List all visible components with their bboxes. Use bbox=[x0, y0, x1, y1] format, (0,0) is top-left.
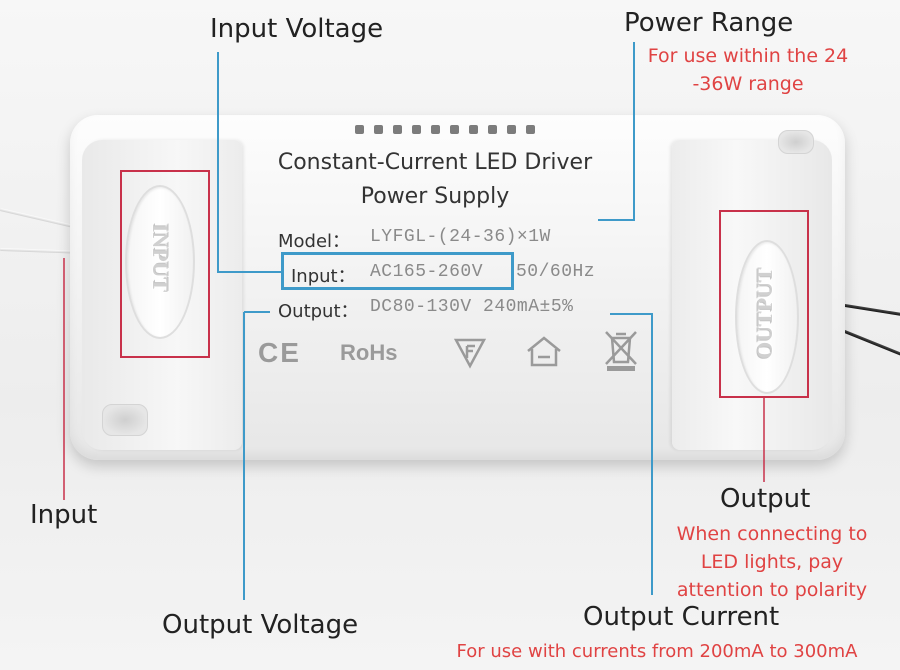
input-frequency: 50/60Hz bbox=[516, 262, 596, 282]
output-current-note: For use with currents from 200mA to 300m… bbox=[456, 641, 858, 662]
indoor-use-icon bbox=[527, 336, 561, 367]
output-key: Output： bbox=[278, 301, 359, 322]
output-current-annotation: Output Current bbox=[583, 602, 780, 632]
vent-slots bbox=[355, 125, 535, 134]
output-voltage-annotation: Output Voltage bbox=[162, 610, 359, 640]
input-voltage-annotation: Input Voltage bbox=[210, 14, 384, 44]
product-title-line1: Constant-Current LED Driver bbox=[277, 150, 593, 175]
power-range-annotation: Power Range bbox=[624, 8, 794, 38]
output-embossed-oval bbox=[735, 240, 799, 394]
output-value: DC80-130V 240mA±5% bbox=[370, 297, 574, 317]
power-range-note-line2: -36W range bbox=[692, 73, 804, 95]
input-annotation: Input bbox=[30, 500, 98, 530]
output-note-line3: attention to polarity bbox=[676, 579, 868, 601]
ce-mark: CE bbox=[258, 337, 301, 368]
input-key: Input： bbox=[291, 266, 356, 287]
rohs-mark: RoHs bbox=[340, 340, 398, 365]
output-note-line1: When connecting to bbox=[676, 523, 868, 545]
output-note-line2: LED lights, pay bbox=[700, 551, 844, 573]
input-voltage-highlight-box bbox=[281, 252, 514, 290]
input-embossed-oval bbox=[125, 185, 195, 339]
input-highlight-box bbox=[120, 170, 210, 358]
f-mark-icon bbox=[453, 338, 487, 369]
mounting-hole-bottom-left bbox=[102, 404, 148, 436]
power-range-note-line1: For use within the 24 bbox=[647, 45, 849, 67]
model-value: LYFGL-(24-36)×1W bbox=[370, 227, 551, 247]
mounting-hole-top-right bbox=[778, 130, 814, 154]
input-value: AC165-260V bbox=[370, 262, 484, 282]
output-annotation: Output bbox=[720, 484, 811, 514]
product-title-line2: Power Supply bbox=[360, 184, 510, 209]
output-highlight-box bbox=[719, 210, 809, 398]
weee-bin-icon bbox=[605, 331, 637, 371]
model-key: Model： bbox=[278, 231, 351, 252]
